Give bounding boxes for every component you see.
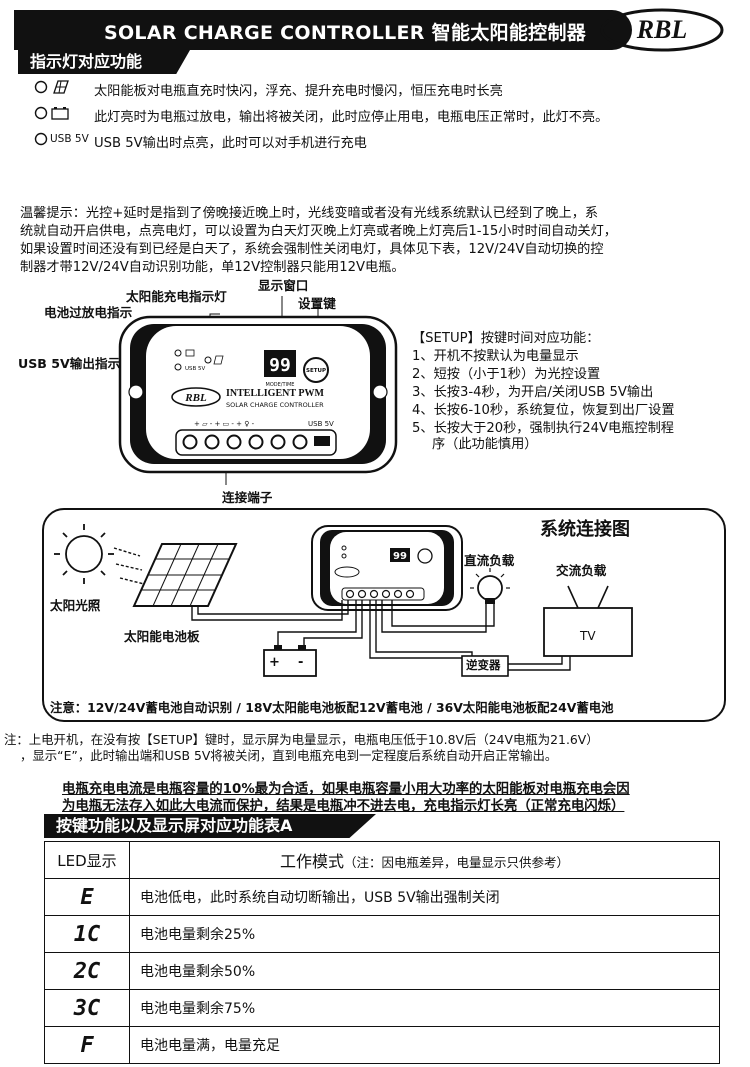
col-header-mode-note: （注：因电瓶差异，电量显示只供参考） bbox=[344, 855, 570, 870]
setup-item-5: 5、长按大于20秒，强制执行24V电瓶控制程 bbox=[412, 421, 674, 436]
mode-desc: 电池低电，此时系统自动切断输出，USB 5V输出强制关闭 bbox=[129, 878, 720, 916]
rbl-logo: RBL bbox=[600, 8, 724, 52]
setup-title: 【SETUP】按键时间对应功能： bbox=[412, 331, 600, 346]
battery-minus: - bbox=[298, 655, 304, 670]
svg-text:+ ▱ - + ▭ - + ♀ -: + ▱ - + ▭ - + ♀ - bbox=[194, 420, 255, 428]
setup-item-3: 3、长按3-4秒，为开启/关闭USB 5V输出 bbox=[412, 385, 654, 400]
sun-icon bbox=[54, 524, 114, 584]
led-code: F bbox=[44, 1026, 130, 1064]
led-code: 2C bbox=[44, 952, 130, 990]
led-code: E bbox=[44, 878, 130, 916]
table-heading: 按键功能以及显示屏对应功能表A bbox=[44, 814, 376, 838]
label-usb-led: USB 5V输出指示 bbox=[18, 356, 121, 371]
system-diagram-box bbox=[42, 508, 726, 722]
table-row: E 电池低电，此时系统自动切断输出，USB 5V输出强制关闭 bbox=[44, 878, 720, 916]
label-inverter: 逆变器 bbox=[466, 658, 501, 672]
section-indicator-heading: 指示灯对应功能 bbox=[18, 50, 190, 74]
indicator-battery-row bbox=[34, 105, 96, 125]
mini-controller: 99 bbox=[311, 525, 463, 611]
tip-line-4: 制器才带12V/24V自动识别功能，单12V控制器只能用12V电瓶。 bbox=[20, 260, 405, 275]
battery-plus: + bbox=[269, 655, 280, 670]
warning-line-1: 电瓶充电电流是电瓶容量的10%最为合适，如果电瓶容量小用大功率的太阳能板对电瓶充… bbox=[62, 782, 630, 797]
label-battery-led: 电池过放电指示 bbox=[44, 305, 133, 320]
device-usb-small-label: USB 5V bbox=[185, 366, 206, 372]
solar-panel-drawing bbox=[132, 543, 238, 607]
system-note: 注意：12V/24V蓄电池自动识别 / 18V太阳能电池板配12V蓄电池 / 3… bbox=[50, 700, 614, 715]
header-bar: SOLAR CHARGE CONTROLLER 智能太阳能控制器 bbox=[14, 10, 632, 50]
section-indicator-title: 指示灯对应功能 bbox=[30, 52, 143, 71]
indicator-usb-row bbox=[34, 131, 48, 151]
warning-line-2: 为电瓶无法存入如此大电流而保护，结果是电瓶冲不进去电，充电指示灯长亮（正常充电闪… bbox=[62, 799, 625, 814]
table-title: 按键功能以及显示屏对应功能表A bbox=[56, 816, 293, 835]
col-header-led: LED显示 bbox=[44, 841, 130, 879]
system-title: 系统连接图 bbox=[540, 519, 630, 540]
battery-icon bbox=[34, 106, 69, 120]
label-tv: TV bbox=[580, 629, 596, 643]
table-row: 1C 电池电量剩余25% bbox=[44, 915, 720, 953]
setup-item-4: 4、长按6-10秒，系统复位，恢复到出厂设置 bbox=[412, 403, 675, 418]
device-usb-label: USB 5V bbox=[308, 420, 334, 428]
led-code: 1C bbox=[44, 915, 130, 953]
tip-line-2: 统就自动开启供电，点亮电灯，可以设置为白天灯灭晚上灯亮或者晚上灯亮后1-15小时… bbox=[20, 224, 617, 239]
table-row: F 电池电量满，电量充足 bbox=[44, 1026, 720, 1064]
svg-text:99: 99 bbox=[393, 551, 407, 562]
device-brand: RBL bbox=[184, 392, 207, 404]
table-row: 3C 电池电量剩余75% bbox=[44, 989, 720, 1027]
function-table: LED显示 工作模式（注：因电瓶差异，电量显示只供参考） E 电池低电，此时系统… bbox=[44, 841, 720, 1064]
col-header-mode: 工作模式（注：因电瓶差异，电量显示只供参考） bbox=[129, 841, 720, 879]
inverter-box bbox=[461, 655, 509, 677]
table-row: 2C 电池电量剩余50% bbox=[44, 952, 720, 990]
label-sun: 太阳光照 bbox=[50, 598, 101, 613]
page-title: SOLAR CHARGE CONTROLLER 智能太阳能控制器 bbox=[104, 22, 587, 44]
label-display-window: 显示窗口 bbox=[258, 278, 309, 293]
usb-icon-label: USB 5V bbox=[50, 133, 89, 145]
tip-line-1: 温馨提示：光控+延时是指到了傍晚接近晚上时，光线变暗或者没有光线系统默认已经到了… bbox=[20, 206, 599, 221]
setup-item-5-cont: 序（此功能慎用） bbox=[432, 437, 538, 452]
label-terminals: 连接端子 bbox=[222, 490, 273, 505]
led-code: 3C bbox=[44, 989, 130, 1027]
col-header-mode-title: 工作模式 bbox=[279, 852, 344, 871]
mode-desc: 电池电量满，电量充足 bbox=[129, 1026, 720, 1064]
controller-diagram: USB 5V 99 MODE/TIME SETUP RBL INTELLIGEN… bbox=[118, 296, 398, 485]
label-ac-load: 交流负载 bbox=[556, 563, 607, 578]
label-dc-load: 直流负载 bbox=[464, 553, 515, 568]
mode-desc: 电池电量剩余25% bbox=[129, 915, 720, 953]
mode-desc: 电池电量剩余50% bbox=[129, 952, 720, 990]
device-display-value: 99 bbox=[269, 355, 291, 376]
logo-text: RBL bbox=[636, 15, 688, 44]
device-mode-label: MODE/TIME bbox=[266, 382, 295, 388]
label-solar-panel: 太阳能电池板 bbox=[124, 629, 200, 644]
indicator-battery-text: 此灯亮时为电瓶过放电，输出将被关闭，此时应停止用电，电瓶电压正常时，此灯不亮。 bbox=[94, 110, 609, 125]
indicator-solar-text: 太阳能板对电瓶直充时快闪，浮充、提升充电时慢闪，恒压充电时长亮 bbox=[94, 84, 503, 99]
note-line-1: 注：上电开机，在没有按【SETUP】键时，显示屏为电量显示，电瓶电压低于10.8… bbox=[4, 732, 599, 747]
solar-panel-icon bbox=[34, 80, 69, 94]
device-product: INTELLIGENT PWM bbox=[226, 388, 324, 399]
mode-desc: 电池电量剩余75% bbox=[129, 989, 720, 1027]
device-setup-button: SETUP bbox=[306, 368, 326, 374]
setup-item-2: 2、短按（小于1秒）为光控设置 bbox=[412, 367, 601, 382]
table-header-row: LED显示 工作模式（注：因电瓶差异，电量显示只供参考） bbox=[44, 841, 720, 879]
note-line-2: ，显示“E”，此时输出端和USB 5V将被关闭，直到电瓶充电到一定程度后系统自动… bbox=[20, 748, 558, 763]
battery-drawing bbox=[263, 645, 317, 677]
usb-led-icon bbox=[34, 132, 48, 146]
device-subtitle: SOLAR CHARGE CONTROLLER bbox=[226, 401, 324, 409]
indicator-usb-text: USB 5V输出时点亮，此时可以对手机进行充电 bbox=[94, 136, 367, 151]
tv-icon bbox=[543, 585, 633, 657]
tip-line-3: 如果设置时间还没有到已经是白天了，系统会强制性关闭电灯，具体见下表，12V/24… bbox=[20, 242, 604, 257]
label-setup-key: 设置键 bbox=[298, 296, 336, 311]
system-diagram: 99 bbox=[54, 524, 633, 677]
setup-item-1: 1、开机不按默认为电量显示 bbox=[412, 349, 579, 364]
indicator-solar-row bbox=[34, 79, 96, 99]
label-solar-led: 太阳能充电指示灯 bbox=[126, 289, 227, 304]
dc-load-bulb-icon bbox=[470, 568, 510, 604]
